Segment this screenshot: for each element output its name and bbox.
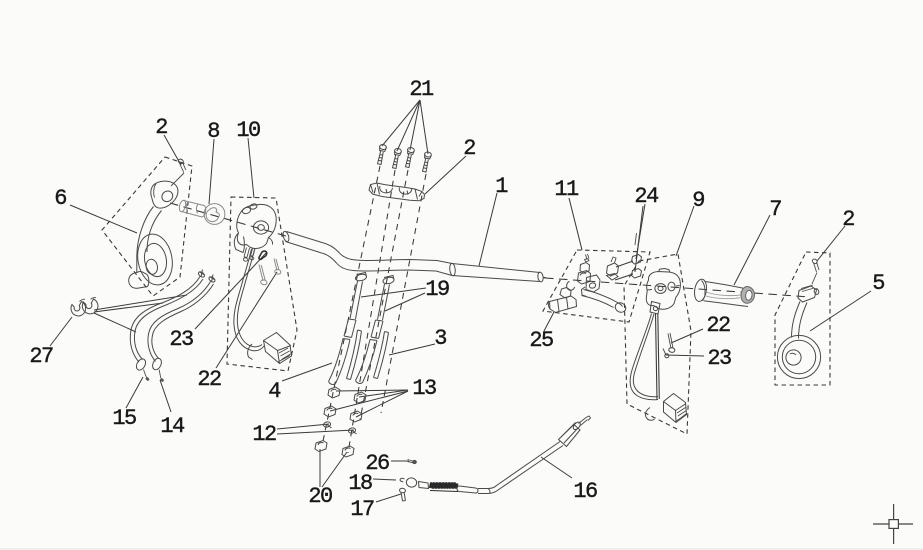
svg-text:23: 23	[169, 327, 193, 352]
svg-text:22: 22	[706, 313, 730, 338]
svg-text:5: 5	[872, 271, 884, 296]
svg-text:14: 14	[160, 414, 185, 439]
svg-text:18: 18	[348, 471, 372, 496]
svg-text:1: 1	[495, 174, 508, 199]
svg-text:27: 27	[29, 344, 53, 369]
svg-text:12: 12	[252, 422, 276, 447]
svg-text:10: 10	[236, 118, 260, 143]
svg-text:23: 23	[707, 346, 731, 371]
svg-text:8: 8	[207, 119, 219, 144]
svg-text:19: 19	[425, 277, 449, 302]
svg-text:6: 6	[54, 186, 66, 211]
svg-text:26: 26	[365, 451, 389, 476]
svg-text:13: 13	[412, 376, 436, 401]
svg-text:16: 16	[573, 479, 597, 504]
svg-text:20: 20	[308, 484, 332, 509]
svg-text:22: 22	[197, 367, 221, 392]
svg-text:15: 15	[112, 406, 136, 431]
svg-text:21: 21	[409, 77, 434, 102]
svg-text:9: 9	[692, 188, 704, 213]
svg-text:17: 17	[350, 497, 374, 522]
svg-text:2: 2	[155, 115, 167, 140]
svg-text:25: 25	[529, 328, 553, 353]
svg-text:2: 2	[842, 207, 854, 232]
svg-text:3: 3	[434, 326, 446, 351]
svg-text:2: 2	[463, 136, 475, 161]
svg-text:4: 4	[268, 379, 281, 404]
svg-text:7: 7	[769, 197, 781, 222]
svg-text:24: 24	[634, 184, 659, 209]
svg-text:11: 11	[554, 177, 579, 202]
